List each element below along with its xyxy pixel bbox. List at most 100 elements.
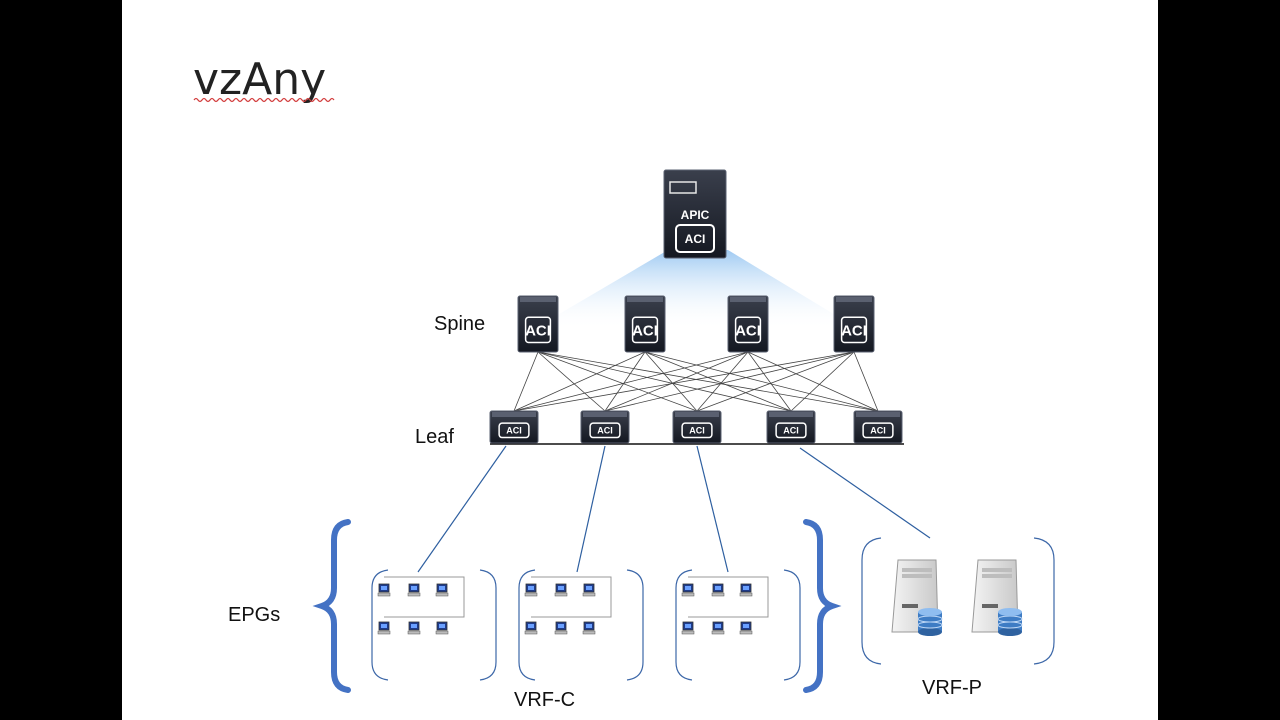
spine-tier-label: Spine <box>434 313 485 335</box>
spine-chassis <box>624 295 666 353</box>
apic-chassis <box>663 169 727 259</box>
database-icon <box>917 608 943 636</box>
workstation-icon <box>435 583 449 597</box>
aci-logo-icon <box>775 422 807 439</box>
workstation-icon <box>739 583 753 597</box>
fabric-link-s1-l5 <box>537 351 879 412</box>
left-brace <box>312 519 351 693</box>
spine-switch-4: ACI <box>833 295 875 353</box>
workstation-icon <box>524 621 538 635</box>
fabric-link-s2-l1 <box>513 351 646 412</box>
spine-aci-badge: ACI <box>841 322 867 339</box>
access-links <box>417 445 931 573</box>
leaf-aci-badge: ACI <box>870 426 886 436</box>
aci-logo-icon <box>675 224 715 253</box>
access-link-4 <box>799 447 931 539</box>
fabric-link-s3-l4 <box>747 351 792 412</box>
aci-logo-icon <box>840 316 868 344</box>
spine-top-panel <box>520 297 556 302</box>
spine-switch-1: ACI <box>517 295 559 353</box>
leaf-switch-4: ACI <box>766 410 816 444</box>
workstation-icon <box>711 621 725 635</box>
spine-aci-badge: ACI <box>525 322 551 339</box>
workstation-icon <box>407 583 421 597</box>
workstation-icon <box>681 583 695 597</box>
leaf-chassis <box>853 410 903 444</box>
aci-logo-icon <box>862 422 894 439</box>
workstation-icon <box>554 583 568 597</box>
epg-bracket-left <box>371 569 389 681</box>
spine-chassis <box>727 295 769 353</box>
epg-bracket-right <box>783 569 801 681</box>
fabric-link-s1-l2 <box>537 351 606 412</box>
apic-drive-slot <box>669 181 697 194</box>
spine-top-panel <box>836 297 872 302</box>
fabric-link-s1-l1 <box>513 351 539 412</box>
leaf-switch-5: ACI <box>853 410 903 444</box>
epg-group-2 <box>518 569 644 681</box>
server-icon-2 <box>971 559 1023 636</box>
leaf-switch-3: ACI <box>672 410 722 444</box>
fabric-link-s4-l1 <box>513 351 855 412</box>
epgs-label: EPGs <box>228 604 280 626</box>
vrf-p-group <box>861 537 1055 665</box>
epg-bracket-right <box>626 569 644 681</box>
spine-switch-2: ACI <box>624 295 666 353</box>
leaf-chassis <box>580 410 630 444</box>
workstation-icon <box>554 621 568 635</box>
access-link-1 <box>417 445 507 573</box>
fabric-link-s2-l3 <box>644 351 698 412</box>
apic-label: APIC <box>681 208 710 222</box>
workstation-icon <box>681 621 695 635</box>
workstation-icon <box>739 621 753 635</box>
epg-bracket-left <box>675 569 693 681</box>
spine-aci-badge: ACI <box>735 322 761 339</box>
leaf-top-panel <box>769 412 813 417</box>
spine-top-panel <box>730 297 766 302</box>
vrf-c-epg-groups <box>371 569 801 681</box>
workstation-icon <box>711 583 725 597</box>
aci-logo-icon <box>681 422 713 439</box>
leaf-aci-badge: ACI <box>597 426 613 436</box>
leaf-aci-badge: ACI <box>783 426 799 436</box>
epg-wiring <box>384 576 465 618</box>
workstation-icon <box>407 621 421 635</box>
fabric-link-s3-l2 <box>604 351 749 412</box>
aci-logo-icon <box>498 422 530 439</box>
workstation-icon <box>377 583 391 597</box>
aci-logo-icon <box>589 422 621 439</box>
leaf-chassis <box>489 410 539 444</box>
access-link-2 <box>576 445 606 573</box>
leaf-chassis <box>766 410 816 444</box>
epg-wiring <box>688 576 769 618</box>
right-brace <box>803 519 842 693</box>
leaf-tier-label: Leaf <box>415 426 454 448</box>
fabric-link-s2-l5 <box>644 351 879 412</box>
epg-group-1 <box>371 569 497 681</box>
fabric-link-s3-l5 <box>747 351 879 412</box>
leaf-switch-1: ACI <box>489 410 539 444</box>
epg-wiring <box>531 576 612 618</box>
workstation-icon <box>435 621 449 635</box>
spine-aci-badge: ACI <box>632 322 658 339</box>
fabric-link-s3-l1 <box>513 351 749 412</box>
leaf-top-panel <box>675 412 719 417</box>
fabric-link-s1-l4 <box>537 351 792 412</box>
workstation-icon <box>524 583 538 597</box>
fabric-link-s3-l3 <box>696 351 749 412</box>
spellcheck-underline <box>193 97 335 103</box>
epg-bracket-right <box>479 569 497 681</box>
leaf-aci-badge: ACI <box>689 426 705 436</box>
vrf-p-label: VRF-P <box>922 677 982 699</box>
spine-chassis <box>833 295 875 353</box>
leaf-top-panel <box>583 412 627 417</box>
aci-logo-icon <box>631 316 659 344</box>
workstation-icon <box>582 621 596 635</box>
workstation-icon <box>582 583 596 597</box>
fabric-mesh <box>513 351 879 412</box>
spine-chassis <box>517 295 559 353</box>
database-icon <box>997 608 1023 636</box>
leaf-switches: ACI ACI ACI ACI ACI <box>489 410 903 444</box>
